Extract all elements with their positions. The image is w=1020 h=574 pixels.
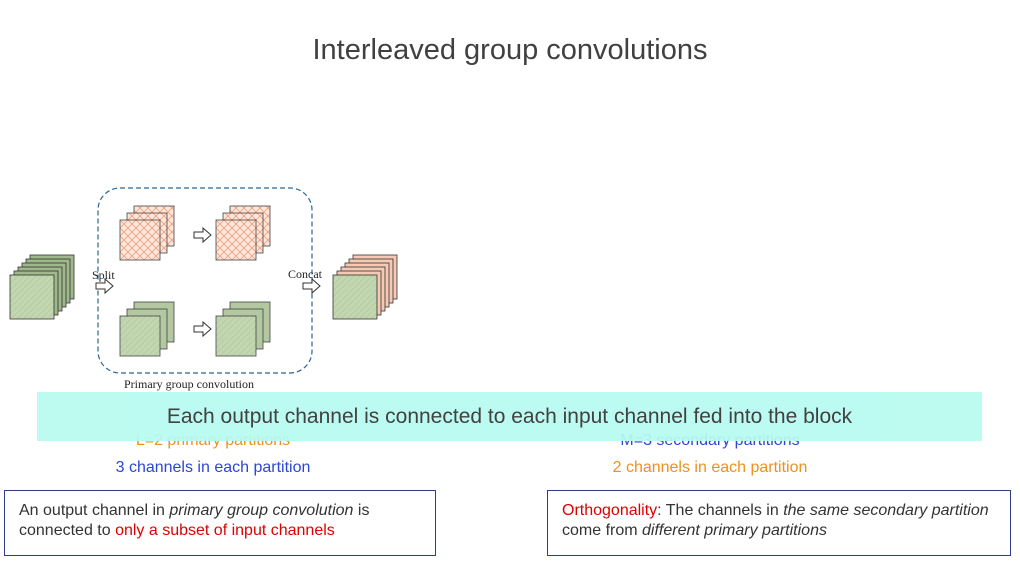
note-primary: An output channel in primary group convo… xyxy=(4,490,436,556)
channel-tile xyxy=(332,274,378,320)
note-primary-italic: primary group convolution xyxy=(169,502,354,519)
partition1-output-stack xyxy=(215,205,271,261)
note-primary-highlight: only a subset of input channels xyxy=(115,522,335,539)
note-primary-text1: An output channel in xyxy=(19,502,170,519)
note-orthogonality: Orthogonality: The channels in the same … xyxy=(547,490,1011,556)
partition2-output-stack xyxy=(215,301,271,357)
split-label: Split xyxy=(92,268,115,282)
channel-tile xyxy=(9,274,55,320)
note-orth-highlight: Orthogonality xyxy=(562,502,658,519)
channel-tile xyxy=(119,315,161,357)
conv-arrow-icon-top xyxy=(193,226,212,244)
channel-tile xyxy=(215,219,257,261)
note-orth-italic2: different primary partitions xyxy=(642,522,827,539)
concat-label: Concat xyxy=(288,267,323,281)
right-partition-channels: 2 channels in each partition xyxy=(612,459,808,476)
split-arrow-icon xyxy=(95,277,114,295)
conv-arrow-icon-bottom xyxy=(193,320,212,338)
input-stack xyxy=(9,254,75,320)
note-primary-text2: is connected to xyxy=(19,502,370,539)
partition1-input-stack xyxy=(119,205,175,261)
highlight-banner: Each output channel is connected to each… xyxy=(37,392,982,441)
channel-tile xyxy=(119,219,161,261)
note-orth-italic1: the same secondary partition xyxy=(783,502,989,519)
note-orth-text1: : The channels in xyxy=(657,502,784,519)
group-label: Primary group convolution xyxy=(124,377,254,391)
igc-diagram: Split Concat Primary group convolution xyxy=(9,187,398,391)
partition2-input-stack xyxy=(119,301,175,357)
slide-title: Interleaved group convolutions xyxy=(312,34,708,66)
concat-arrow-icon xyxy=(302,277,321,295)
left-partition-channels: 3 channels in each partition xyxy=(115,459,311,476)
output-stack xyxy=(332,254,398,320)
note-orth-text2: come from xyxy=(562,522,643,539)
channel-tile xyxy=(215,315,257,357)
